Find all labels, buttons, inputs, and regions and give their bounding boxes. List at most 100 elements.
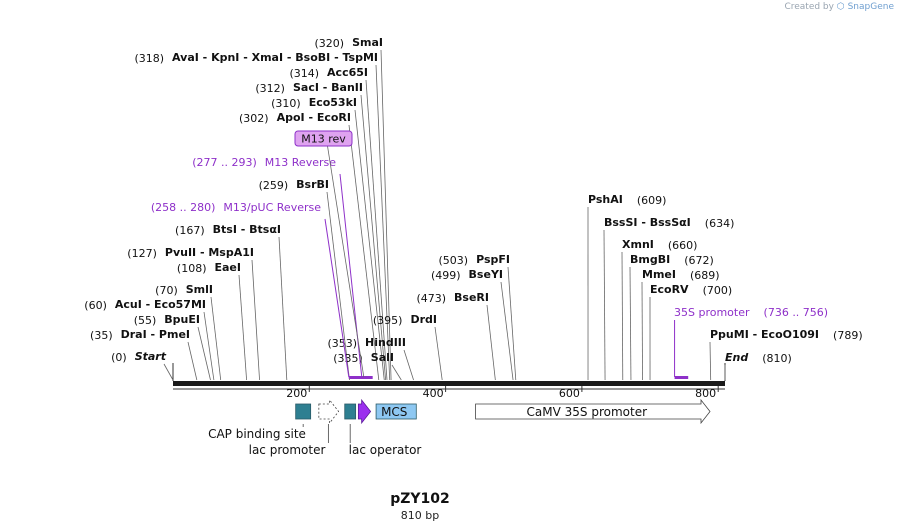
feature-box — [375, 403, 417, 420]
restriction-site-position: (314) — [289, 67, 319, 80]
site-connector-line — [187, 341, 198, 381]
restriction-site-name: BtsI - BtsαI — [213, 223, 281, 236]
restriction-site-name: DraI - PmeI — [121, 328, 190, 341]
restriction-site-name: SalI — [371, 351, 394, 364]
primer-box-connector — [327, 145, 365, 378]
site-connector-line — [365, 79, 388, 381]
restriction-site-name: DrdI — [410, 313, 437, 326]
plasmid-length: 810 bp — [400, 509, 440, 522]
feature-callout-label: CAP binding site — [208, 427, 306, 441]
site-connector-line — [507, 266, 517, 381]
restriction-site-position: (167) — [175, 224, 205, 237]
restriction-site-name: HindIII — [365, 336, 406, 349]
restriction-site-position: (660) — [668, 239, 698, 252]
site-connector-line — [163, 363, 174, 381]
feature-label-mcs: MCS — [381, 405, 407, 419]
feature-callout-label: lac operator — [349, 443, 422, 457]
primer-range: (258 .. 280) — [151, 201, 216, 214]
primer-name: M13 Reverse — [265, 156, 336, 169]
axis-tick-label: 400 — [423, 387, 444, 400]
restriction-site-position: (60) — [84, 299, 107, 312]
restriction-site-position: (672) — [684, 254, 714, 267]
restriction-site-position: (0) — [111, 351, 127, 364]
primer-binding-bar — [674, 376, 689, 379]
site-connector-line — [354, 109, 385, 381]
site-connector-line — [203, 311, 215, 381]
restriction-site-name: PspFI — [476, 253, 510, 266]
restriction-site-name: ApoI - EcoRI — [277, 111, 351, 124]
restriction-site-position: (609) — [637, 194, 667, 207]
feature-arrow — [475, 398, 711, 425]
restriction-site-name: SacI - BanII — [293, 81, 363, 94]
site-connector-line — [278, 236, 288, 381]
site-connector-line — [621, 251, 624, 381]
restriction-site-position: (473) — [416, 292, 446, 305]
restriction-site-name: BseYI — [469, 268, 503, 281]
primer-box — [294, 130, 353, 147]
sequence-backbone — [173, 381, 725, 386]
restriction-site-name: SmlI — [186, 283, 213, 296]
site-connector-line — [197, 326, 211, 381]
restriction-site-position: (499) — [431, 269, 461, 282]
restriction-site-position: (127) — [127, 247, 157, 260]
restriction-site-position: (353) — [327, 337, 357, 350]
primer-binding-bar — [348, 376, 364, 379]
feature-box — [344, 403, 357, 420]
site-connector-line — [486, 304, 496, 381]
site-connector-line — [403, 349, 414, 381]
restriction-site-name: BssSI - BssSαI — [604, 216, 691, 229]
restriction-site-position: (700) — [703, 284, 733, 297]
restriction-site-position: (503) — [439, 254, 469, 267]
restriction-site-name: BsrBI — [296, 178, 329, 191]
primer-box-label: M13 rev — [301, 133, 346, 146]
primer-name: M13/pUC Reverse — [223, 201, 321, 214]
restriction-site-name: AcuI - Eco57MI — [115, 298, 206, 311]
primer-range: (277 .. 293) — [192, 156, 257, 169]
restriction-site-position: (634) — [705, 217, 735, 230]
restriction-site-position: (810) — [762, 352, 792, 365]
site-connector-line — [251, 259, 260, 381]
axis-tick-label: 600 — [559, 387, 580, 400]
restriction-site-name: Start — [135, 350, 167, 363]
site-connector-line — [709, 341, 712, 381]
restriction-site-name: PvuII - MspA1I — [165, 246, 254, 259]
axis-tick-label: 800 — [695, 387, 716, 400]
restriction-site-position: (312) — [255, 82, 285, 95]
site-connector-line — [348, 124, 380, 381]
credit-brand: SnapGene — [847, 2, 894, 12]
restriction-site-position: (55) — [134, 314, 157, 327]
feature-arrow — [357, 398, 372, 425]
restriction-site-name: EaeI — [215, 261, 242, 274]
restriction-site-name: SmaI — [352, 36, 383, 49]
site-connector-line — [375, 64, 391, 381]
restriction-site-position: (395) — [373, 314, 403, 327]
site-connector-line — [238, 274, 247, 381]
restriction-site-name: BpuEI — [164, 313, 200, 326]
restriction-site-position: (259) — [259, 179, 289, 192]
restriction-site-position: (320) — [315, 37, 345, 50]
primer-binding-bar — [361, 376, 373, 379]
snapgene-logo-icon: ⬡ — [836, 2, 845, 12]
site-connector-line — [641, 281, 643, 381]
restriction-site-position: (108) — [177, 262, 207, 275]
site-connector-line — [391, 364, 402, 381]
feature-callout-label: lac promoter — [249, 443, 326, 457]
primer-name: 35S promoter — [674, 306, 750, 319]
restriction-site-name: Acc65I — [327, 66, 368, 79]
primer-range: (736 .. 756) — [764, 306, 829, 319]
restriction-site-name: XmnI — [622, 238, 654, 251]
restriction-site-name: Eco53kI — [309, 96, 357, 109]
restriction-site-position: (689) — [690, 269, 720, 282]
restriction-site-position: (789) — [833, 329, 863, 342]
restriction-site-name: PpuMI - EcoO109I — [710, 328, 819, 341]
axis-tick-label: 200 — [286, 387, 307, 400]
restriction-site-name: BmgBI — [630, 253, 670, 266]
plasmid-name: pZY102 — [390, 491, 450, 507]
site-connector-line — [603, 229, 606, 381]
restriction-site-name: EcoRV — [650, 283, 689, 296]
site-connector-line — [500, 281, 514, 381]
credit-prefix: Created by — [784, 2, 834, 12]
restriction-site-position: (318) — [134, 52, 164, 65]
restriction-site-position: (70) — [155, 284, 178, 297]
restriction-site-name: AvaI - KpnI - XmaI - BsoBI - TspMI — [172, 51, 378, 64]
